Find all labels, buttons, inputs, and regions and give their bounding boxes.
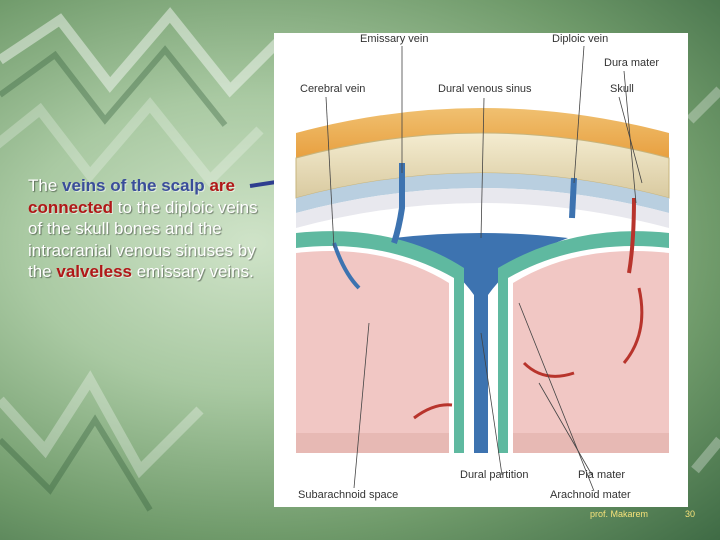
- body-text-middle: to the diploic veins of the skull bones …: [28, 197, 258, 282]
- label-dura-mater: Dura mater: [604, 57, 660, 69]
- label-cerebral-vein: Cerebral vein: [300, 83, 366, 95]
- page-number: 30: [685, 509, 696, 519]
- label-pia-mater: Pia mater: [578, 469, 626, 481]
- dural-venous-sinus-shape: [394, 233, 568, 453]
- label-diploic-vein: Diploic vein: [552, 33, 609, 45]
- label-skull: Skull: [610, 83, 634, 95]
- label-dural-partition: Dural partition: [460, 469, 529, 481]
- brain-right: [513, 251, 669, 433]
- body-text-start: The: [28, 176, 63, 195]
- diagram-illustration: [295, 45, 670, 492]
- brain-left: [296, 251, 449, 433]
- body-text-end: emissary veins.: [132, 262, 254, 281]
- label-subarachnoid-space: Subarachnoid space: [298, 489, 399, 501]
- label-emissary-vein: Emissary vein: [360, 33, 429, 45]
- highlight-are-connected: are connected: [28, 176, 235, 217]
- scalp-meninges-diagram: Emissary vein Diploic vein Dura mater Ce…: [274, 33, 688, 507]
- slide-body-text: The veins of the scalp are connected to …: [28, 175, 258, 283]
- label-arachnoid-mater: Arachnoid mater: [550, 489, 631, 501]
- highlight-valveless: valveless: [56, 262, 132, 281]
- highlight-veins-of-scalp: veins of the scalp: [62, 176, 205, 195]
- label-dural-venous-sinus: Dural venous sinus: [438, 83, 532, 95]
- footer-credit: prof. Makarem: [590, 509, 649, 519]
